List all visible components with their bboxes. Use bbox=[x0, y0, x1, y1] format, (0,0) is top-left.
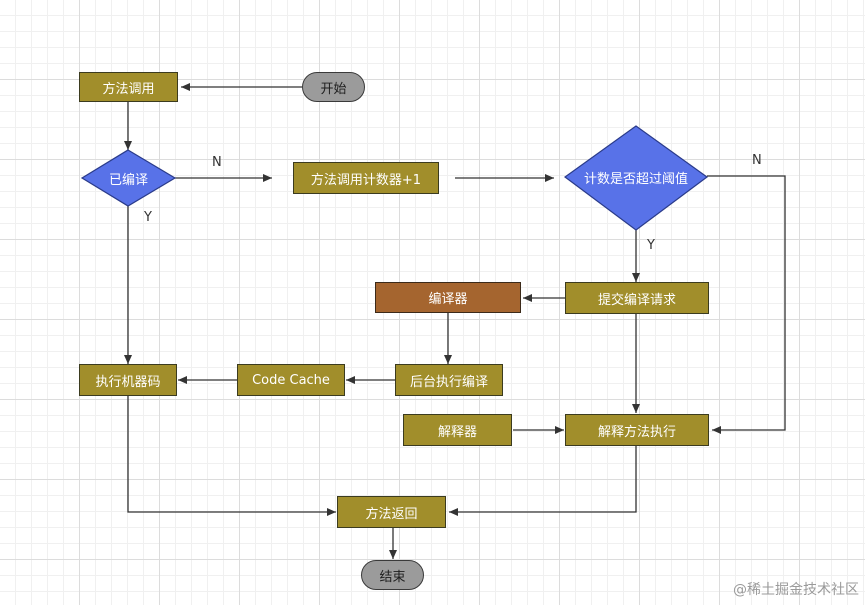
threshold-decision: 计数是否超过阈值 bbox=[565, 163, 707, 191]
method-call-box: 方法调用 bbox=[79, 72, 178, 102]
code-cache-label: Code Cache bbox=[252, 372, 330, 388]
method-call-label: 方法调用 bbox=[102, 81, 155, 97]
end-terminal: 结束 bbox=[361, 560, 424, 590]
background-compile-label: 后台执行编译 bbox=[409, 374, 488, 390]
interpreter-box: 解释器 bbox=[403, 414, 512, 446]
compiler-box: 编译器 bbox=[375, 282, 521, 313]
submit-request-label: 提交编译请求 bbox=[597, 292, 676, 308]
edge-exec-to-return bbox=[127, 396, 336, 516]
compiled-yes-label: Y bbox=[144, 210, 152, 225]
threshold-label: 计数是否超过阈值 bbox=[583, 171, 688, 187]
compiled-decision: 已编译 bbox=[82, 164, 175, 192]
edge-interpret-to-return bbox=[449, 446, 637, 516]
watermark: @稀土掘金技术社区 bbox=[733, 582, 859, 598]
exec-machine-code-label: 执行机器码 bbox=[95, 374, 161, 390]
interpret-exec-box: 解释方法执行 bbox=[565, 414, 709, 446]
exec-machine-code-box: 执行机器码 bbox=[79, 364, 177, 396]
end-label: 结束 bbox=[379, 569, 406, 585]
counter-inc-label: 方法调用计数器+1 bbox=[310, 172, 422, 188]
code-cache-box: Code Cache bbox=[237, 364, 345, 396]
method-return-box: 方法返回 bbox=[337, 496, 446, 528]
method-return-label: 方法返回 bbox=[365, 506, 418, 522]
submit-request-box: 提交编译请求 bbox=[565, 282, 709, 314]
threshold-diamond bbox=[563, 125, 709, 231]
background-compile-box: 后台执行编译 bbox=[395, 364, 503, 396]
threshold-yes-label: Y bbox=[647, 238, 655, 253]
compiled-no-label: N bbox=[212, 155, 222, 170]
threshold-no-label: N bbox=[752, 153, 762, 168]
interpret-exec-label: 解释方法执行 bbox=[597, 424, 676, 440]
compiler-label: 编译器 bbox=[428, 292, 468, 307]
edge-threshold-no bbox=[707, 175, 786, 434]
interpreter-label: 解释器 bbox=[437, 424, 477, 440]
compiled-diamond bbox=[80, 149, 177, 207]
start-label: 开始 bbox=[320, 81, 347, 97]
compiled-label: 已编译 bbox=[108, 172, 148, 188]
counter-inc-box: 方法调用计数器+1 bbox=[293, 162, 439, 194]
start-terminal: 开始 bbox=[302, 72, 365, 102]
